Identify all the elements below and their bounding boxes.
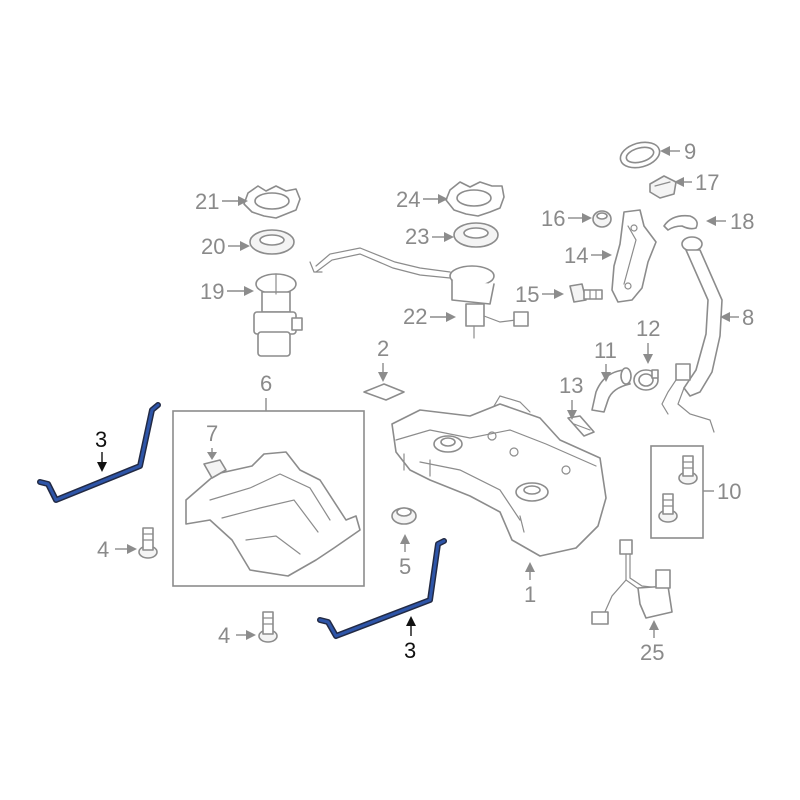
callout-7: 7	[206, 421, 218, 446]
leader-17	[674, 177, 692, 187]
part-3-tank-strap-left[interactable]	[37, 402, 161, 503]
part-22-sender-unit[interactable]	[309, 247, 529, 339]
part-4-bolt-lower[interactable]	[258, 611, 278, 643]
callout-3b: 3	[404, 638, 416, 663]
leader-20	[228, 241, 250, 251]
part-18-clip[interactable]	[663, 214, 698, 231]
leader-16	[568, 213, 592, 223]
callout-15: 15	[515, 282, 539, 307]
callout-9: 9	[684, 139, 696, 164]
callout-24: 24	[396, 187, 420, 212]
callout-18: 18	[730, 209, 754, 234]
part-21-lock-ring[interactable]	[243, 185, 301, 219]
leader-12	[643, 343, 653, 364]
callout-22: 22	[403, 304, 427, 329]
part-4-bolt-upper[interactable]	[138, 527, 158, 559]
leader-22	[430, 312, 456, 322]
leader-21	[222, 196, 248, 206]
part-17-cap[interactable]	[649, 175, 677, 199]
leader-4a	[115, 544, 137, 554]
leader-13	[567, 400, 577, 420]
part-7-clip[interactable]	[203, 459, 227, 479]
callout-13: 13	[559, 373, 583, 398]
part-23-seal[interactable]	[453, 222, 499, 248]
callout-19: 19	[200, 279, 224, 304]
callout-16: 16	[541, 206, 565, 231]
part-6-heat-shield[interactable]	[185, 451, 361, 577]
part-10-bolts[interactable]	[658, 455, 698, 523]
callout-10: 10	[717, 479, 741, 504]
callout-4b: 4	[218, 623, 230, 648]
callout-20: 20	[201, 234, 225, 259]
leader-24	[423, 194, 448, 204]
part-24-lock-ring[interactable]	[445, 181, 505, 217]
part-20-seal[interactable]	[249, 229, 295, 255]
leader-15	[542, 289, 564, 299]
part-13-clip[interactable]	[567, 415, 595, 437]
callout-3a: 3	[95, 427, 107, 452]
part-6-group-box	[172, 410, 365, 587]
part-9-gasket[interactable]	[618, 138, 663, 172]
callout-8: 8	[742, 305, 754, 330]
callout-23: 23	[405, 224, 429, 249]
callout-1: 1	[524, 582, 536, 607]
leader-11	[601, 364, 611, 382]
callout-2: 2	[377, 336, 389, 361]
part-11-hose[interactable]	[591, 367, 632, 413]
part-2-label[interactable]	[363, 383, 405, 401]
part-8-filler-pipe[interactable]	[661, 236, 723, 433]
leader-19	[227, 286, 254, 296]
part-19-fuel-pump[interactable]	[253, 273, 303, 357]
part-15-bolt[interactable]	[569, 283, 603, 303]
callout-12: 12	[636, 316, 660, 341]
callout-5: 5	[399, 554, 411, 579]
leader-5	[400, 534, 410, 552]
leader-23	[432, 232, 454, 242]
leader-9	[660, 146, 680, 156]
leader-3b	[406, 616, 416, 636]
callout-25: 25	[640, 640, 664, 665]
leader-1	[525, 562, 535, 580]
leader-18	[706, 216, 726, 226]
part-1-fuel-tank[interactable]	[391, 395, 607, 557]
leader-2	[378, 363, 388, 382]
callout-4a: 4	[97, 537, 109, 562]
callout-17: 17	[695, 170, 719, 195]
leader-3a	[97, 452, 107, 472]
callout-6: 6	[260, 371, 272, 396]
part-14-bracket[interactable]	[611, 209, 657, 303]
leader-25	[649, 620, 659, 638]
leader-4b	[236, 630, 256, 640]
callout-14: 14	[564, 243, 588, 268]
leader-8	[720, 312, 739, 322]
part-5-grommet[interactable]	[391, 507, 417, 525]
callout-11: 11	[594, 338, 617, 363]
leader-14	[591, 250, 612, 260]
part-25-sensor-harness[interactable]	[591, 539, 673, 625]
part-12-clamp[interactable]	[633, 369, 659, 391]
part-10-group-box	[650, 445, 704, 539]
leader-7	[207, 448, 217, 460]
callout-21: 21	[195, 189, 219, 214]
part-3-tank-strap-bottom[interactable]	[317, 538, 447, 639]
part-16-nut[interactable]	[592, 210, 612, 228]
